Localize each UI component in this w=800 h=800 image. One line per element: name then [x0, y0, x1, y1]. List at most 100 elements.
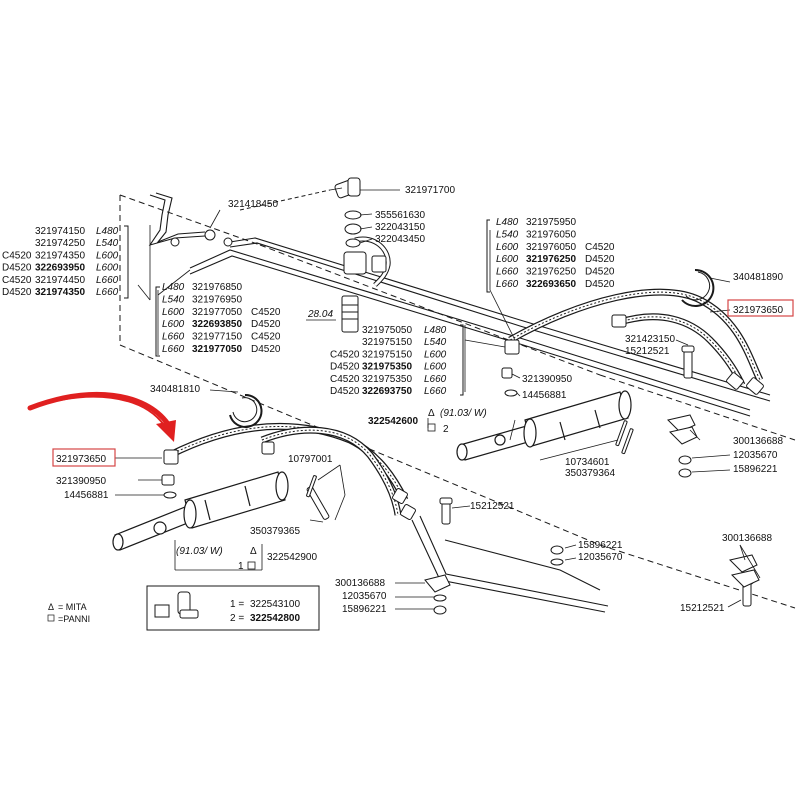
label-bolt-bottom-right: 15212521 [680, 603, 725, 614]
right-table-model: L660 [496, 279, 519, 290]
right-table-model: L660 [496, 267, 519, 278]
right-table-code: 321976250 [526, 267, 576, 278]
right-table-suffix: D4520 [585, 279, 615, 290]
center-table-code: 322693750 [362, 386, 412, 397]
label-banjo-top: 321971700 [405, 185, 455, 196]
label-seal-left: 14456881 [64, 490, 109, 501]
red-arrow-icon [27, 391, 176, 442]
legend-option2-num: 2 = [230, 613, 244, 624]
legend-box [146, 585, 320, 631]
mid-table-suffix: C4520 [251, 332, 281, 343]
mid-table-code: 322693850 [192, 319, 242, 330]
center-table-model: L660 [424, 386, 447, 397]
left-table-code: 321974450 [35, 275, 85, 286]
label-washer-b-center: 15896221 [578, 540, 623, 551]
label-section-ref: 28.04 [307, 309, 333, 320]
right-cylinder [456, 390, 632, 461]
flexible-hoses [168, 236, 764, 516]
mid-table-suffix: D4520 [251, 344, 281, 355]
label-pin-bottom: 350379365 [250, 526, 300, 537]
center-table-code: 321975150 [362, 349, 412, 360]
label-pin-a: 10734601 [565, 457, 610, 468]
rigid-pipes [148, 192, 771, 613]
legend-option1-num: 1 = [230, 599, 244, 610]
left-table-code: 321974350 [35, 287, 85, 298]
right-table-suffix: D4520 [585, 254, 615, 265]
labels-bottom: 15212521 15896221 12035670 300136688 120… [335, 501, 772, 615]
mid-table-model: L660 [162, 344, 185, 355]
label-washer-a-right: 12035670 [733, 450, 778, 461]
left-table-code: 321974350 [35, 250, 85, 261]
left-table-prefix: C4520 [2, 250, 32, 261]
label-assembly-right: 322542600 [368, 416, 418, 427]
legend-mita: = MITA [58, 602, 87, 612]
delta-triangle-icon: Δ [48, 602, 54, 612]
left-table-code: 322693950 [35, 263, 85, 274]
left-table-model: L600 [96, 250, 119, 261]
label-variant-tag-right: (91.03/ W) [440, 408, 487, 419]
center-table-model: L600 [424, 362, 447, 373]
center-table-code: 321975150 [362, 337, 412, 348]
mid-table-code: 321977150 [192, 332, 242, 343]
right-table-code: 321976050 [526, 242, 576, 253]
label-washer-right: 15212521 [625, 346, 670, 357]
label-fitting-right: 321390950 [522, 374, 572, 385]
label-valve-b: 322043450 [375, 234, 425, 245]
left-table-model: L540 [96, 238, 119, 249]
left-table-prefix: D4520 [2, 263, 32, 274]
left-table-model: L660 [96, 287, 119, 298]
left-table-code: 321974150 [35, 226, 85, 237]
label-bracket-bottom-right: 300136688 [722, 533, 772, 544]
mid-table-model: L600 [162, 307, 185, 318]
center-table-code: 321975350 [362, 362, 412, 373]
center-table-code: 321975050 [362, 325, 412, 336]
label-assembly-left: 322542900 [267, 552, 317, 563]
left-table-model: L600 [96, 263, 119, 274]
label-pipe-top-left: 321418450 [228, 199, 278, 210]
left-cylinder [112, 471, 289, 551]
label-washer-a-bottom-left: 12035670 [342, 591, 387, 602]
right-table-model: L600 [496, 254, 519, 265]
mid-table-model: L660 [162, 332, 185, 343]
delta-triangle-icon: Δ [428, 408, 435, 419]
label-clamp-ring-left: 340481810 [150, 384, 200, 395]
label-bracket-right: 300136688 [733, 436, 783, 447]
clamp-rings [229, 268, 715, 428]
legend-panni: =PANNI [58, 614, 90, 624]
right-table-code: 321976250 [526, 254, 576, 265]
right-table-code: 321976050 [526, 229, 576, 240]
label-washer-b-right: 15896221 [733, 464, 778, 475]
square-bracket-icon [247, 561, 256, 570]
label-washer-a-center: 12035670 [578, 552, 623, 563]
label-hose-right-highlight: 321973650 [733, 305, 783, 316]
label-variant-number-right: 2 [443, 424, 449, 435]
legend-option2-code: 322542800 [250, 613, 300, 624]
table-brackets [124, 219, 490, 396]
right-table-code: 321975950 [526, 217, 576, 228]
left-table-code: 321974250 [35, 238, 85, 249]
label-hose-left-highlight: 321973650 [56, 454, 106, 465]
labels-right-cylinder: 322542600 Δ (91.03/ W) 2 10734601 350379… [368, 408, 783, 479]
center-table-prefix: D4520 [330, 386, 360, 397]
mid-table-model: L540 [162, 294, 185, 305]
hydraulic-cylinders [112, 390, 632, 551]
label-pin-b: 350379364 [565, 468, 615, 479]
label-clamp-ring-right: 340481890 [733, 272, 783, 283]
highlight-box-right [727, 299, 794, 317]
center-table-model: L600 [424, 349, 447, 360]
left-table-prefix: C4520 [2, 275, 32, 286]
leader-lines [115, 187, 761, 610]
mid-table-code: 321976850 [192, 282, 242, 293]
label-washer-b-bottom-left: 15896221 [342, 604, 387, 615]
highlight-box-left [52, 448, 116, 467]
label-seal-right: 14456881 [522, 390, 567, 401]
center-table-model: L660 [424, 374, 447, 385]
legend-text: Δ = MITA =PANNI 1 = 322543100 2 = 322542… [47, 599, 300, 624]
center-table-prefix: D4520 [330, 362, 360, 373]
labels-top: 321418450 321971700 355561630 322043150 … [228, 185, 783, 401]
right-table-suffix: D4520 [585, 267, 615, 278]
left-table-model: L660 [96, 275, 119, 286]
